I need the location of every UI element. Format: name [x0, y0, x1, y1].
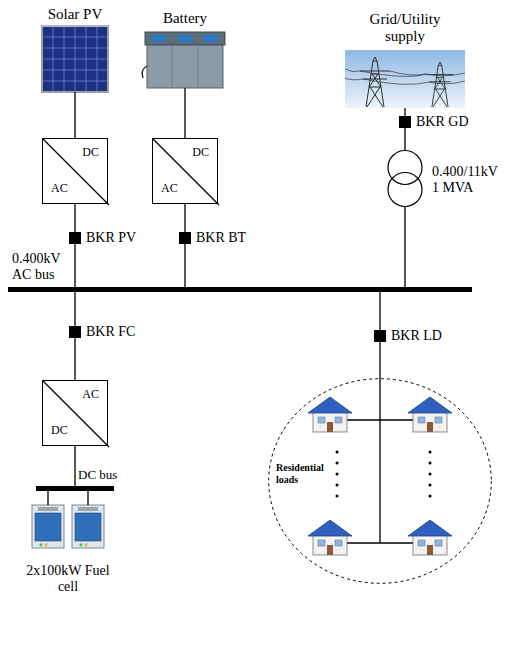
power-line [184, 244, 185, 287]
transformer-winding [388, 151, 422, 185]
node-label: BKR PV [86, 230, 136, 246]
transformer-winding [388, 173, 422, 207]
node-label: Solar PV [48, 6, 103, 23]
converter-box: AC DC [42, 380, 108, 446]
power-line [184, 204, 185, 232]
node-label: DC bus [78, 468, 117, 483]
node-label: 0.400/11kV 1 MVA [432, 164, 502, 196]
transformer-coils [385, 150, 425, 207]
node-label: BKR LD [391, 328, 442, 344]
node-label: Residential loads [276, 462, 330, 486]
power-line [404, 207, 405, 287]
node-label: 2x100kW Fuel cell [23, 563, 113, 595]
battery-source: Battery [145, 30, 225, 88]
converter-label: DC [51, 424, 68, 438]
node-label: Grid/Utility supply [360, 11, 450, 46]
power-line [404, 108, 405, 116]
load-area-ellipse: Residential loads [268, 378, 492, 584]
solar-panel-picture [42, 26, 108, 92]
breaker-symbol: BKR GD [399, 116, 411, 128]
power-line [74, 446, 75, 486]
breaker-symbol: BKR PV [69, 232, 81, 244]
converter-label: DC [82, 146, 99, 160]
solar-pv-source: Solar PV [42, 26, 108, 92]
power-line [74, 92, 75, 138]
power-line [379, 292, 380, 330]
node-label: BKR FC [86, 324, 135, 340]
converter-label: DC [192, 146, 209, 160]
converter-label: AC [161, 182, 178, 196]
node-label: 0.400kV AC bus [12, 251, 72, 283]
converter-diagonal-line [153, 139, 219, 205]
breaker-symbol: BKR FC [69, 326, 81, 338]
battery-picture [142, 32, 225, 88]
converter-box: DC AC [42, 138, 108, 204]
fuel-cell-group: 2x100kW Fuel cell [30, 505, 106, 549]
dashed-ellipse [269, 379, 492, 584]
grid-source: Grid/Utility supply [345, 50, 465, 108]
transformer-symbol: 0.400/11kV 1 MVA [385, 150, 425, 207]
node-label: BKR GD [416, 114, 469, 130]
power-line [404, 128, 405, 150]
power-line [74, 244, 75, 287]
power-line [184, 88, 185, 138]
grid-supply-picture [345, 50, 465, 108]
continuation-dots [336, 451, 432, 498]
converter-diagonal-line [43, 139, 109, 205]
converter-box: DC AC [152, 138, 218, 204]
fuel-cell-picture [32, 505, 104, 548]
power-line [48, 491, 88, 505]
residential-wiring [347, 378, 413, 543]
converter-label: AC [51, 182, 68, 196]
converter-label: AC [82, 388, 99, 402]
ac-bus-bar: 0.400kV AC bus [8, 287, 472, 292]
dc-bus-bar: DC bus [36, 486, 114, 491]
house-icons [308, 397, 452, 555]
load-area-outline [268, 378, 492, 584]
breaker-symbol: BKR LD [374, 330, 386, 342]
breaker-symbol: BKR BT [179, 232, 191, 244]
power-line [379, 342, 380, 378]
node-label: Battery [163, 10, 207, 27]
power-line [74, 338, 75, 380]
converter-diagonal-line [43, 381, 109, 447]
node-label: BKR BT [196, 230, 246, 246]
power-line [74, 204, 75, 232]
power-line [74, 292, 75, 326]
